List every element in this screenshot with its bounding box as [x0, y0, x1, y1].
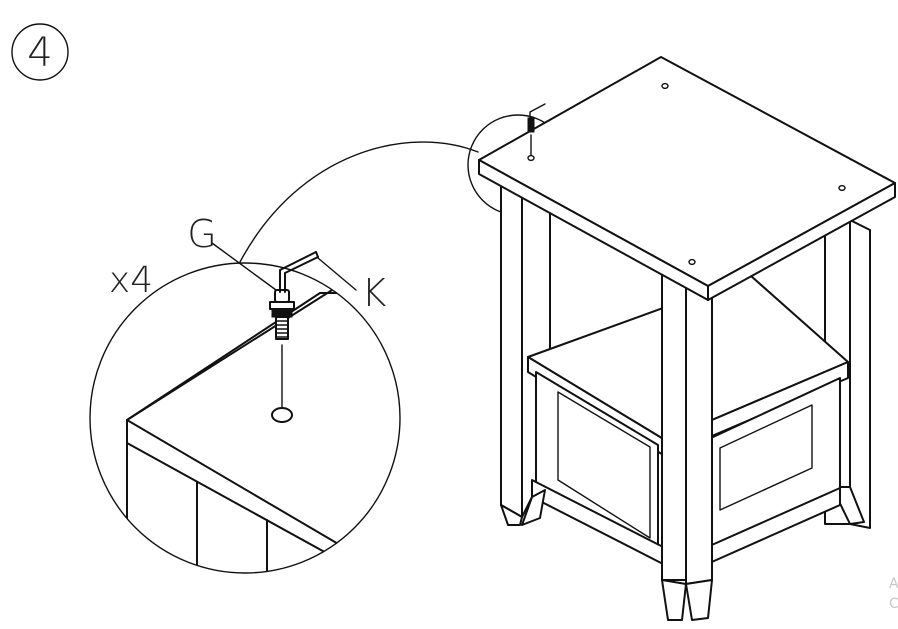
hole-icon — [661, 82, 669, 90]
bolt-g-icon — [269, 289, 295, 340]
leader-g — [211, 242, 277, 291]
step-badge: 4 — [11, 23, 69, 81]
hardware-label: G — [187, 212, 216, 256]
callout-leader-arc — [239, 141, 479, 263]
magnified-callout: G K x4 — [89, 212, 401, 574]
allen-key-icon — [279, 251, 319, 293]
tool-label: K — [362, 271, 387, 315]
quantity-label: x4 — [109, 260, 153, 301]
side-table-drawing — [478, 56, 896, 621]
edge-text-2: C — [889, 596, 898, 612]
hole-icon — [688, 258, 696, 266]
hole-icon — [838, 184, 846, 192]
leader-k — [317, 257, 357, 291]
small-bolt-icon — [527, 103, 546, 156]
step-number: 4 — [27, 30, 52, 76]
edge-text-1: A — [889, 576, 898, 592]
